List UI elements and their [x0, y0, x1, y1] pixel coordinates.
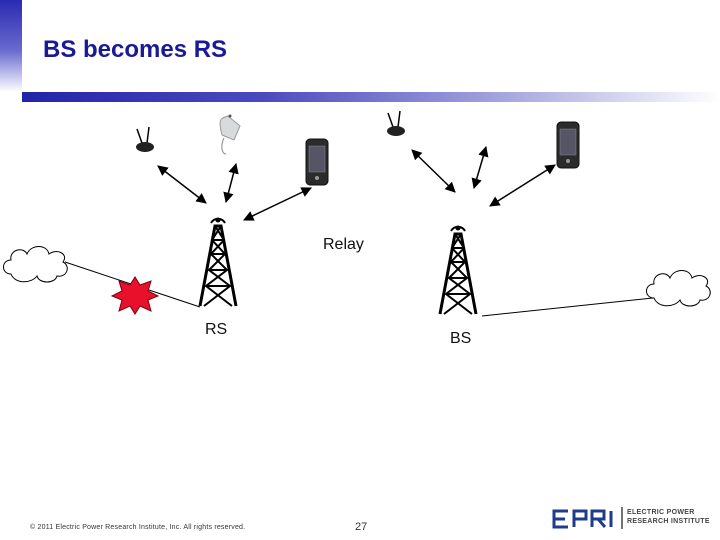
- meter-gateway-icon: [219, 114, 241, 155]
- cloud-left-icon: [3, 246, 68, 283]
- copyright-text: © 2011 Electric Power Research Institute…: [30, 524, 246, 531]
- arrow-relay: [243, 187, 312, 221]
- rs-label: RS: [205, 321, 228, 338]
- phone-left-icon: [305, 138, 329, 186]
- tower-rs-icon: [198, 216, 238, 308]
- link-bs-to-cloud: [481, 297, 654, 317]
- modem-left-icon: [135, 126, 155, 153]
- logo-line-2: RESEARCH INSTITUTE: [627, 518, 710, 525]
- title-underline-bar: [22, 92, 720, 102]
- cloud-right-icon: [646, 270, 711, 307]
- logo-line-1: ELECTRIC POWER: [627, 509, 695, 516]
- epri-logo-icon: [552, 507, 623, 529]
- relay-label: Relay: [323, 236, 364, 253]
- arrow-rs-modem: [157, 165, 207, 204]
- arrow-bs-phone: [489, 164, 556, 207]
- page-number: 27: [355, 521, 368, 533]
- arrow-bs-meter: [471, 145, 489, 190]
- arrow-rs-gateway: [223, 162, 239, 204]
- epri-logo-text: ELECTRIC POWER RESEARCH INSTITUTE: [627, 508, 710, 526]
- slide-title: BS becomes RS: [43, 36, 228, 63]
- modem-right-icon: [386, 110, 406, 137]
- arrow-bs-modem: [411, 149, 456, 193]
- header-accent-bar: [0, 0, 22, 92]
- alert-burst-icon: [110, 276, 160, 315]
- tower-bs-icon: [438, 224, 478, 316]
- phone-right-icon: [556, 121, 580, 169]
- bs-label: BS: [450, 330, 472, 347]
